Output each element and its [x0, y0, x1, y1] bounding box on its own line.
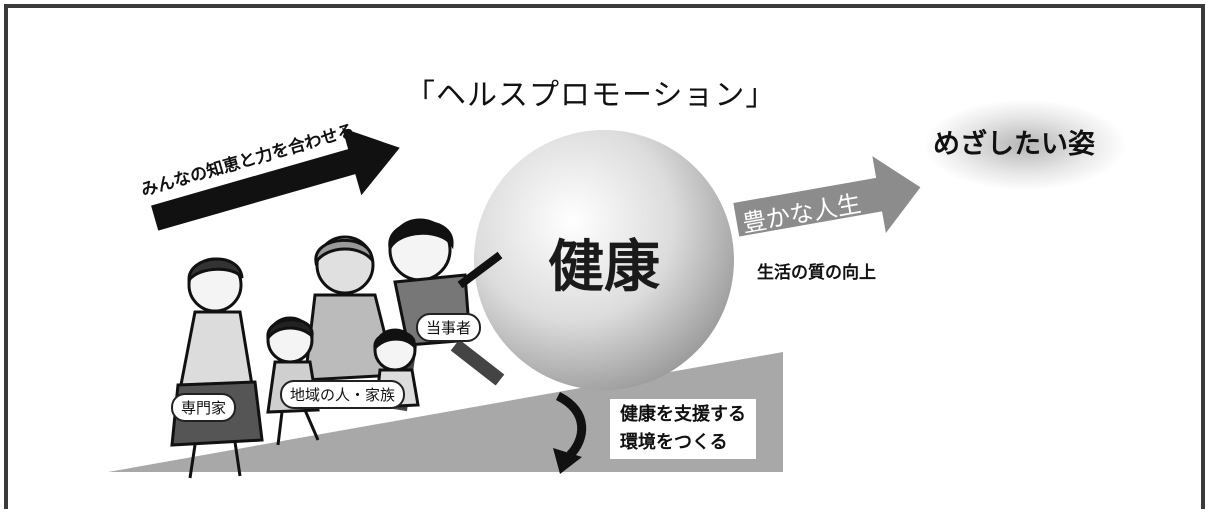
page-title: 「ヘルスプロモーション」: [405, 78, 777, 113]
expert-leg-right: [233, 441, 242, 477]
life-arrow: [733, 156, 921, 237]
girl-hair: [266, 318, 314, 342]
goal-label: めざしたい姿: [933, 129, 1095, 160]
support-curve-arrowhead: [553, 448, 582, 474]
health-ball: [474, 130, 734, 390]
party-label: 当事者: [416, 313, 482, 342]
support-curve-arrow: [555, 391, 587, 459]
expert-body: [178, 310, 254, 392]
party-hair: [388, 220, 454, 253]
expert-leg-left: [188, 444, 197, 479]
goal-glow: [925, 100, 1125, 190]
quality-of-life-label: 生活の質の向上: [757, 263, 876, 283]
party-arm: [457, 251, 503, 289]
girl-legs: [276, 409, 320, 446]
health-ball-label: 健康: [548, 235, 660, 300]
elder-hair: [314, 238, 374, 266]
community-label: 地域の人・家族: [280, 380, 406, 409]
joining-arrow: [151, 127, 400, 231]
environment-label: 健康を支援する 環境をつくる: [610, 399, 756, 459]
boy-hair: [373, 330, 416, 352]
expert-label: 専門家: [171, 393, 237, 422]
expert-hair: [187, 257, 244, 285]
